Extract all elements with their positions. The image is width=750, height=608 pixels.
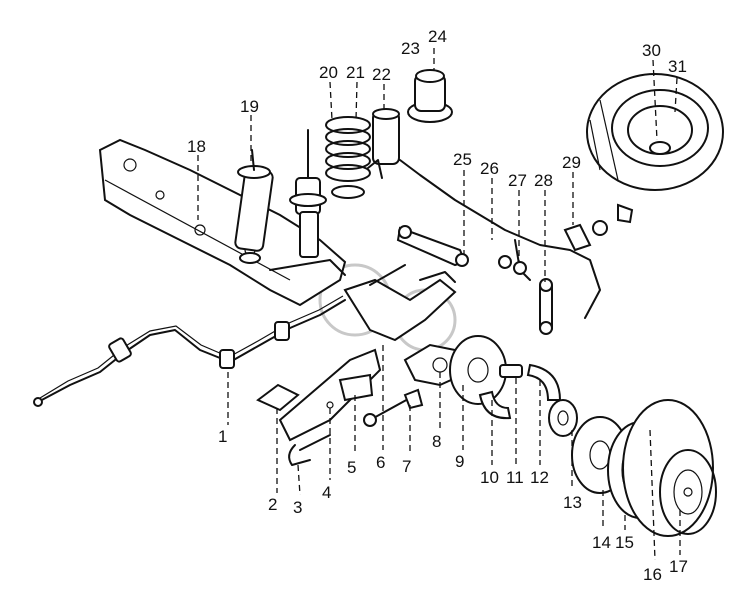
bump-stop [367, 108, 400, 179]
road-wheel-tire [622, 399, 717, 537]
callout-4: 4 [322, 483, 331, 502]
callout-19: 19 [240, 97, 259, 116]
crossmember [98, 138, 347, 307]
callout-labels: 1 2 3 4 5 6 7 8 9 10 11 12 13 14 15 16 1… [187, 27, 688, 584]
lower-control-arm [278, 348, 382, 442]
callout-29: 29 [562, 153, 581, 172]
coil-spring [325, 116, 371, 199]
callout-3: 3 [293, 498, 302, 517]
callout-14: 14 [592, 533, 611, 552]
mount-bracket [256, 383, 300, 412]
callout-23: 23 [401, 39, 420, 58]
callout-9: 9 [455, 452, 464, 471]
tie-rod [363, 388, 424, 427]
callout-10: 10 [480, 468, 499, 487]
lateral-link [396, 225, 469, 267]
callout-6: 6 [376, 453, 385, 472]
callout-15: 15 [615, 533, 634, 552]
callout-8: 8 [432, 432, 441, 451]
callout-12: 12 [530, 468, 549, 487]
spare-tire [586, 73, 724, 191]
shock-absorber-19 [234, 149, 274, 264]
callout-24: 24 [428, 27, 447, 46]
brake-cable [33, 295, 346, 407]
wheel-hub [548, 399, 578, 437]
callout-7: 7 [402, 457, 411, 476]
callout-22: 22 [372, 65, 391, 84]
trailing-arm [343, 264, 457, 342]
callout-20: 20 [319, 63, 338, 82]
callout-26: 26 [480, 159, 499, 178]
callout-30: 30 [642, 41, 661, 60]
bracket-parts [563, 203, 634, 252]
u-bolt [288, 434, 331, 466]
callout-16: 16 [643, 565, 662, 584]
callout-11: 11 [506, 468, 524, 487]
leader-lines [197, 48, 681, 561]
callout-13: 13 [563, 493, 582, 512]
callout-28: 28 [534, 171, 553, 190]
strut-assembly [289, 129, 327, 258]
backing-plate [449, 335, 507, 405]
top-mount [407, 69, 453, 123]
callout-25: 25 [453, 150, 472, 169]
drop-link [539, 278, 553, 335]
callout-1: 1 [218, 427, 227, 446]
callout-2: 2 [268, 495, 277, 514]
callout-5: 5 [347, 458, 356, 477]
callout-31: 31 [668, 57, 687, 76]
callout-21: 21 [346, 63, 365, 82]
brake-shoes [478, 363, 562, 420]
callout-27: 27 [508, 171, 527, 190]
bushings [498, 255, 527, 275]
callout-18: 18 [187, 137, 206, 156]
callout-17: 17 [669, 557, 688, 576]
